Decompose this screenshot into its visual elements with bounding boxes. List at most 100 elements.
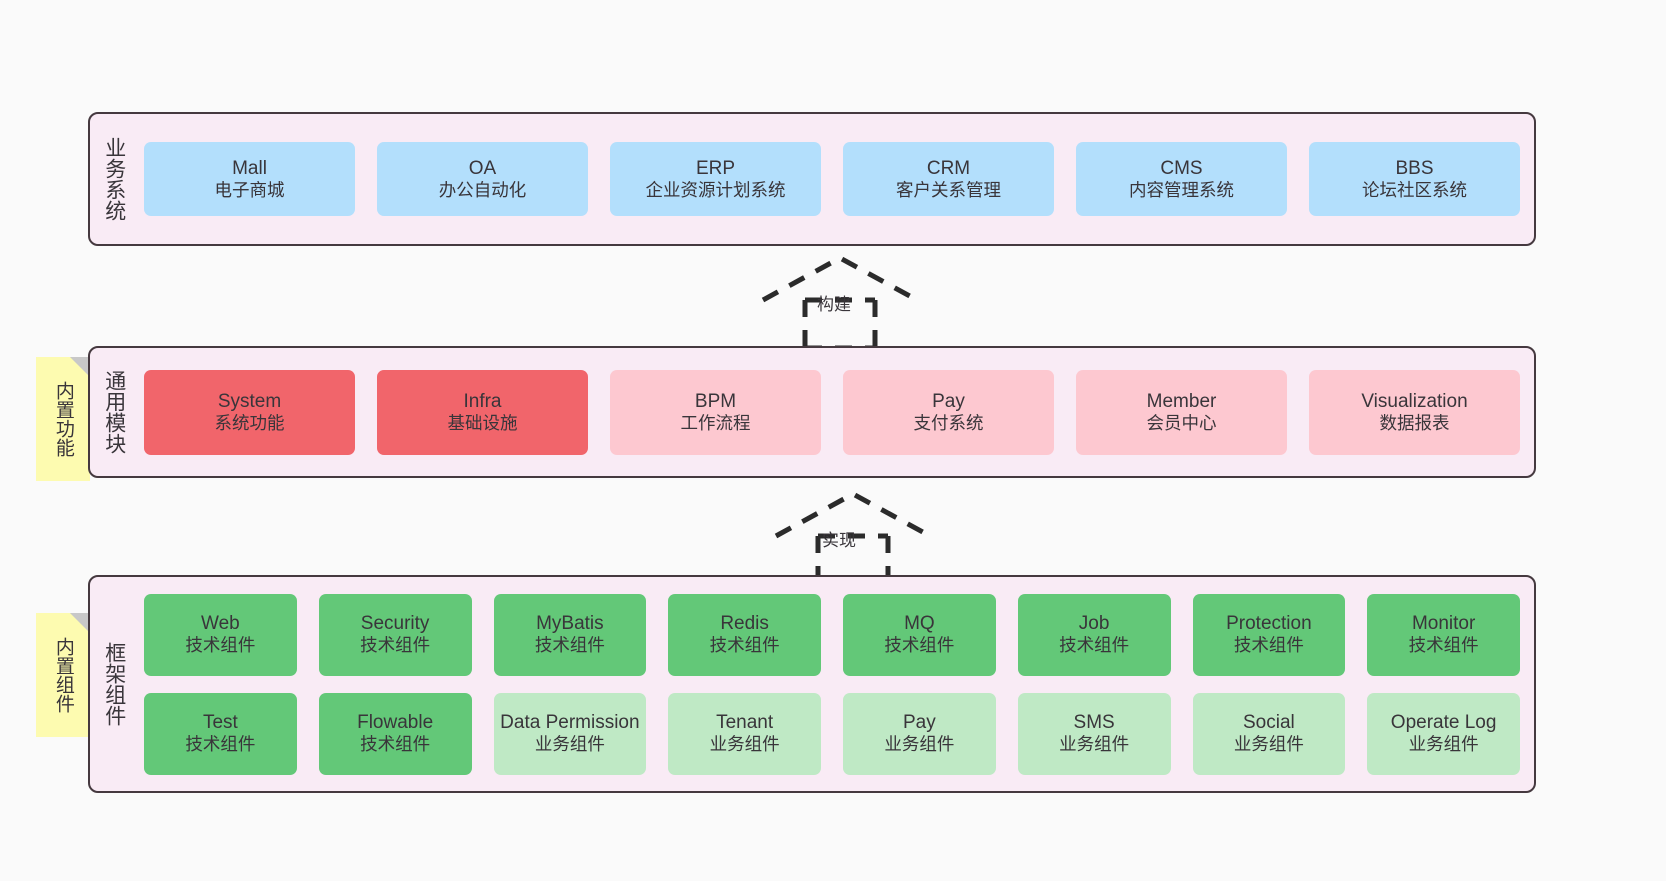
layer-business-system: 业务系统 Mall 电子商城 OA 办公自动化 ERP 企业资源计划系统 CRM… [88, 112, 1536, 246]
box-data-permission[interactable]: Data Permission 业务组件 [493, 692, 647, 775]
box-subtitle: 支付系统 [913, 412, 984, 433]
box-subtitle: 电子商城 [214, 179, 285, 200]
note-fold-icon [70, 357, 90, 377]
box-title: Security [360, 613, 430, 635]
box-oa[interactable]: OA 办公自动化 [377, 142, 588, 216]
box-web[interactable]: Web 技术组件 [144, 593, 297, 676]
box-title: CMS [1160, 157, 1203, 179]
box-title: SMS [1073, 712, 1115, 734]
box-title: Mall [232, 157, 267, 179]
layer-body-business: Mall 电子商城 OA 办公自动化 ERP 企业资源计划系统 CRM 客户关系… [138, 114, 1534, 244]
connector-implement: 实现 [768, 488, 938, 588]
box-mybatis[interactable]: MyBatis 技术组件 [493, 593, 647, 676]
box-title: ERP [695, 157, 736, 179]
connector-label-build: 构建 [817, 295, 851, 314]
box-tenant[interactable]: Tenant 业务组件 [668, 692, 821, 775]
box-subtitle: 会员中心 [1146, 412, 1217, 433]
box-subtitle: 技术组件 [1059, 635, 1130, 656]
box-mq[interactable]: MQ 技术组件 [843, 593, 996, 676]
box-title: Pay [903, 712, 936, 734]
note-label: 内置组件 [52, 637, 74, 713]
box-flowable[interactable]: Flowable 技术组件 [318, 692, 472, 775]
layer-title-business: 业务系统 [102, 137, 126, 221]
note-fold-icon [70, 613, 90, 633]
box-subtitle: 技术组件 [360, 635, 431, 656]
layer-body-common: System 系统功能 Infra 基础设施 BPM 工作流程 Pay 支付系统… [138, 348, 1534, 476]
layer-title-framework: 框架组件 [102, 642, 126, 726]
box-title: Tenant [716, 712, 774, 734]
box-title: BPM [694, 390, 737, 412]
box-pay-component[interactable]: Pay 业务组件 [843, 692, 996, 775]
box-title: System [217, 390, 282, 412]
note-built-in-components: 内置组件 [36, 613, 90, 737]
box-title: Infra [463, 390, 502, 412]
box-social[interactable]: Social 业务组件 [1192, 692, 1346, 775]
box-job[interactable]: Job 技术组件 [1017, 593, 1171, 676]
box-title: Flowable [357, 712, 434, 734]
box-title: Social [1243, 712, 1295, 734]
box-title: Redis [720, 613, 769, 635]
box-crm[interactable]: CRM 客户关系管理 [843, 142, 1054, 216]
note-label: 内置功能 [52, 381, 74, 457]
box-redis[interactable]: Redis 技术组件 [668, 593, 821, 676]
box-title: Pay [932, 390, 965, 412]
box-title: MQ [904, 613, 935, 635]
box-system[interactable]: System 系统功能 [144, 369, 355, 455]
box-subtitle: 技术组件 [1408, 635, 1479, 656]
box-subtitle: 业务组件 [1408, 734, 1479, 755]
layer-title-common: 通用模块 [102, 370, 126, 454]
box-title: Data Permission [500, 712, 640, 734]
box-subtitle: 基础设施 [447, 412, 518, 433]
layer-framework-component: 框架组件 Web 技术组件 Security 技术组件 MyBatis 技术组件… [88, 575, 1536, 793]
box-subtitle: 系统功能 [214, 412, 285, 433]
box-subtitle: 企业资源计划系统 [645, 179, 786, 200]
box-cms[interactable]: CMS 内容管理系统 [1076, 142, 1287, 216]
box-title: Protection [1226, 613, 1312, 635]
box-subtitle: 技术组件 [1233, 635, 1304, 656]
layer-row: Test 技术组件 Flowable 技术组件 Data Permission … [144, 692, 1520, 775]
box-title: Test [202, 712, 238, 734]
box-subtitle: 技术组件 [709, 635, 780, 656]
layer-common-module: 通用模块 System 系统功能 Infra 基础设施 BPM 工作流程 Pay… [88, 346, 1536, 478]
box-infra[interactable]: Infra 基础设施 [377, 369, 588, 455]
box-subtitle: 论坛社区系统 [1362, 179, 1467, 200]
box-title: Member [1146, 390, 1217, 412]
box-visualization[interactable]: Visualization 数据报表 [1309, 369, 1520, 455]
box-subtitle: 业务组件 [1059, 734, 1130, 755]
box-operate-log[interactable]: Operate Log 业务组件 [1367, 692, 1520, 775]
layer-row: Web 技术组件 Security 技术组件 MyBatis 技术组件 Redi… [144, 593, 1520, 676]
box-sms[interactable]: SMS 业务组件 [1017, 692, 1171, 775]
box-subtitle: 业务组件 [534, 734, 605, 755]
box-subtitle: 技术组件 [185, 635, 256, 656]
box-mall[interactable]: Mall 电子商城 [144, 142, 355, 216]
box-monitor[interactable]: Monitor 技术组件 [1367, 593, 1520, 676]
box-subtitle: 数据报表 [1379, 412, 1450, 433]
box-title: Monitor [1411, 613, 1476, 635]
box-title: Visualization [1361, 390, 1468, 412]
box-protection[interactable]: Protection 技术组件 [1192, 593, 1346, 676]
box-title: MyBatis [536, 613, 604, 635]
box-subtitle: 技术组件 [185, 734, 256, 755]
layer-body-framework: Web 技术组件 Security 技术组件 MyBatis 技术组件 Redi… [138, 577, 1534, 791]
box-subtitle: 技术组件 [534, 635, 605, 656]
connector-build: 构建 [755, 252, 925, 352]
box-subtitle: 客户关系管理 [896, 179, 1001, 200]
box-erp[interactable]: ERP 企业资源计划系统 [610, 142, 821, 216]
note-built-in-features: 内置功能 [36, 357, 90, 481]
connector-label-implement: 实现 [822, 531, 856, 550]
box-pay[interactable]: Pay 支付系统 [843, 369, 1054, 455]
box-subtitle: 业务组件 [884, 734, 955, 755]
box-subtitle: 内容管理系统 [1129, 179, 1234, 200]
box-security[interactable]: Security 技术组件 [318, 593, 472, 676]
box-subtitle: 办公自动化 [438, 179, 527, 200]
box-title: BBS [1395, 157, 1434, 179]
box-member[interactable]: Member 会员中心 [1076, 369, 1287, 455]
box-bpm[interactable]: BPM 工作流程 [610, 369, 821, 455]
box-subtitle: 技术组件 [884, 635, 955, 656]
box-title: Web [201, 613, 240, 635]
box-title: CRM [926, 157, 971, 179]
box-subtitle: 业务组件 [1233, 734, 1304, 755]
box-bbs[interactable]: BBS 论坛社区系统 [1309, 142, 1520, 216]
box-test[interactable]: Test 技术组件 [144, 692, 297, 775]
box-subtitle: 工作流程 [680, 412, 751, 433]
